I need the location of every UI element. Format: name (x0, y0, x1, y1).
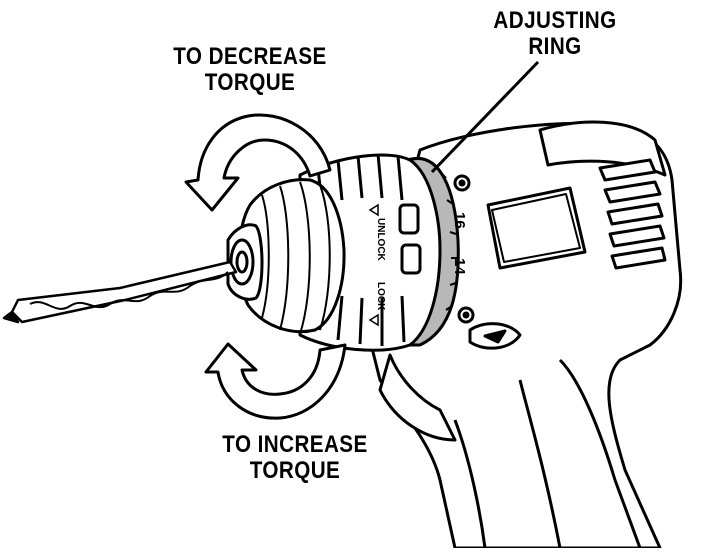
increase-arrow-icon (204, 342, 347, 420)
ring-number-14: 14 (451, 258, 468, 275)
decrease-torque-label: TO DECREASE TORQUE (164, 44, 336, 96)
increase-label-line1: TO INCREASE (222, 431, 368, 458)
unlock-triangle-icon (368, 203, 379, 217)
ring-leader-line (430, 60, 540, 174)
increase-label-line2: TORQUE (249, 457, 341, 484)
ring-label-line2: RING (528, 33, 582, 60)
ring-label-line1: ADJUSTING (493, 7, 617, 34)
lock-triangle-icon (368, 313, 379, 327)
collar-unlock-label: UNLOCK (375, 218, 386, 262)
collar-lock-label: LOCK (375, 282, 386, 311)
ring-number-16: 16 (451, 212, 468, 229)
increase-torque-label: TO INCREASE TORQUE (200, 432, 389, 484)
decrease-label-line1: TO DECREASE (173, 43, 327, 70)
adjusting-ring-label: ADJUSTING RING (491, 8, 620, 60)
decrease-label-line2: TORQUE (204, 69, 296, 96)
drill-bit (2, 260, 238, 324)
chuck-sleeve (226, 178, 346, 335)
decrease-arrow-icon (184, 113, 332, 212)
